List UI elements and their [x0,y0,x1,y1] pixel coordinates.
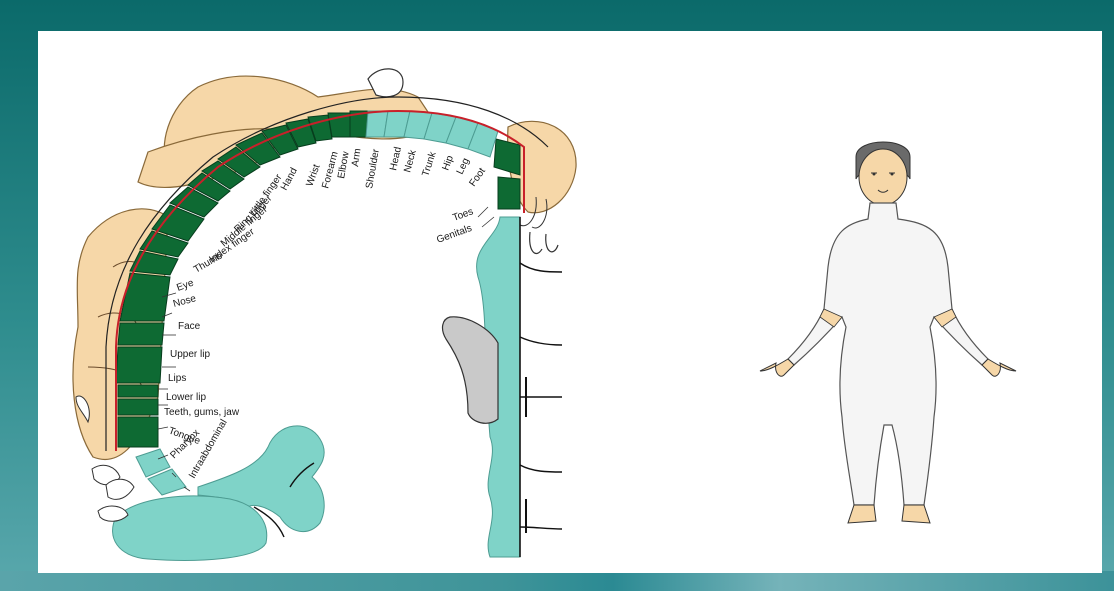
label-face: Face [178,321,201,332]
label-lips: Lips [168,373,186,384]
label-eye: Eye [175,277,195,293]
slide-frame-band [0,571,1114,591]
medial-cortex-wall [443,217,562,557]
label-wrist: Wrist [304,163,322,188]
label-shoulder: Shoulder [364,148,382,190]
label-lower-lip: Lower lip [166,392,206,403]
label-trunk: Trunk [420,150,439,178]
figure-head [859,149,907,205]
label-foot: Foot [467,166,488,189]
label-hip: Hip [440,154,456,172]
label-arm: Arm [350,148,363,168]
label-genitals: Genitals [435,223,473,246]
label-leg: Leg [455,156,472,176]
human-body-figure [738,127,1028,537]
figure-body [788,203,988,505]
label-thumb: Thumb [192,250,225,275]
label-head: Head [388,146,404,172]
label-nose: Nose [172,293,198,310]
label-neck: Neck [402,148,419,174]
label-teeth-gums-jaw: Teeth, gums, jaw [164,407,240,418]
slide-canvas: Toes Genitals Foot Leg Hip Trunk Neck He… [38,31,1102,573]
sensory-homunculus-diagram: Toes Genitals Foot Leg Hip Trunk Neck He… [58,67,586,563]
label-toes: Toes [451,206,475,224]
label-upper-lip: Upper lip [170,349,210,360]
